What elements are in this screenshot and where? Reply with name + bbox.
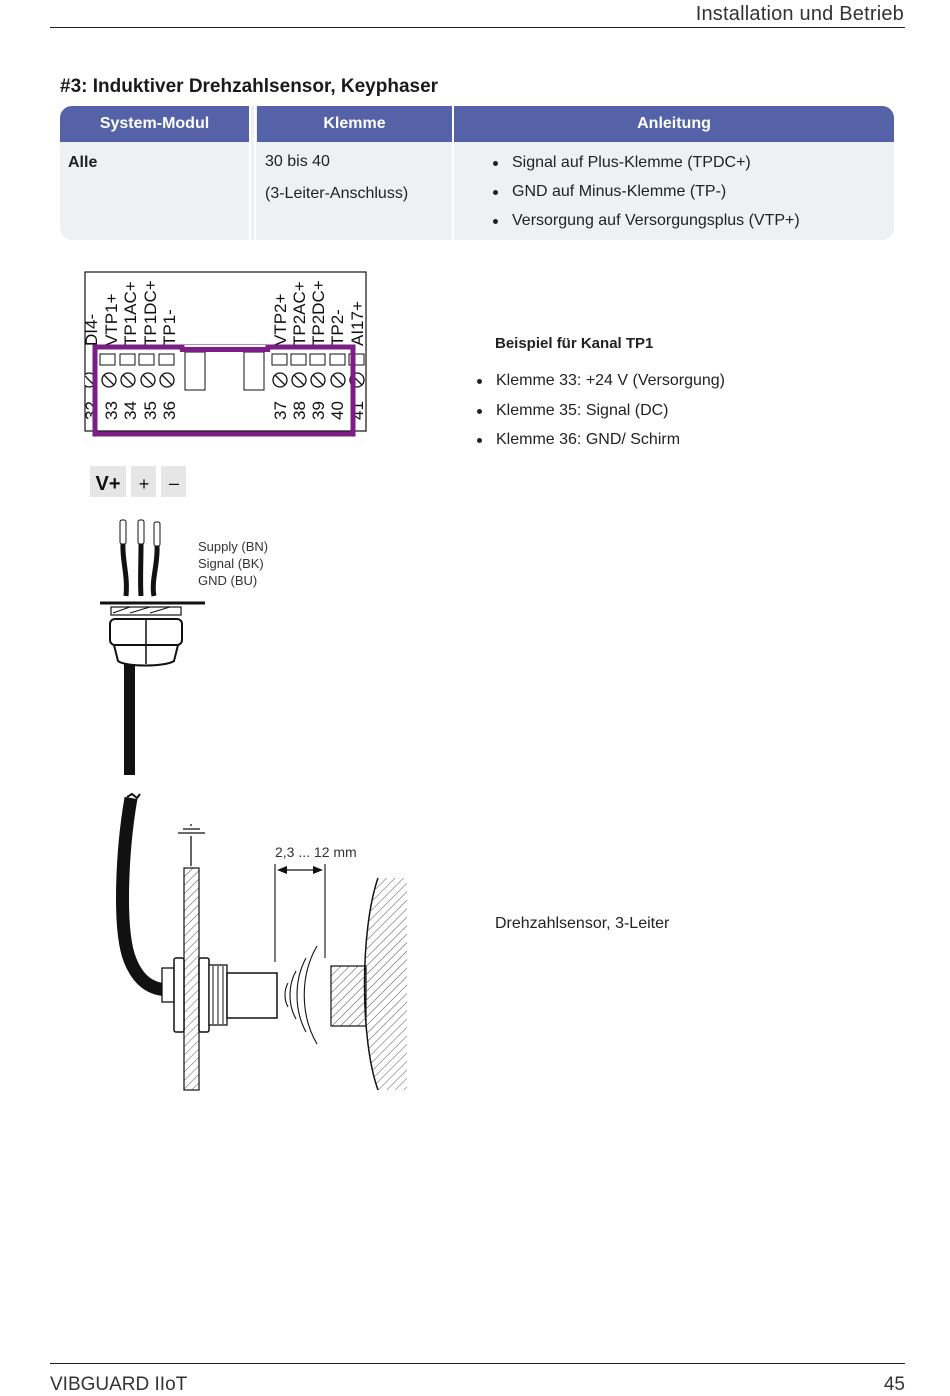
terminal-label: TP2- — [328, 309, 347, 346]
connector-vplus: V+ — [95, 473, 120, 495]
sensor-icon — [116, 792, 407, 1091]
connector-plus: + — [139, 474, 150, 494]
wire-label-signal: Signal (BK) — [198, 556, 264, 571]
header-rule — [50, 27, 905, 28]
cable-gland-icon — [100, 601, 205, 775]
column-separator — [452, 106, 454, 240]
column-separator — [249, 106, 251, 240]
table-header-terminal: Klemme — [257, 106, 452, 142]
terminal-number: 39 — [309, 401, 328, 420]
table-header-instructions: Anleitung — [454, 106, 894, 142]
list-item: Signal auf Plus-Klemme (TPDC+) — [490, 148, 800, 177]
terminal-label: VTP1+ — [102, 293, 121, 346]
example-title: Beispiel für Kanal TP1 — [495, 335, 654, 352]
column-separator — [254, 106, 256, 240]
cell-terminal-range: 30 bis 40 — [265, 153, 330, 170]
list-item: Klemme 36: GND/ Schirm — [474, 425, 725, 455]
cell-terminal-note: (3-Leiter-Anschluss) — [265, 185, 409, 202]
running-header: Installation und Betrieb — [695, 3, 904, 25]
terminal-label: TP2AC+ — [290, 281, 309, 346]
cell-module: Alle — [68, 154, 98, 171]
wire-label-supply: Supply (BN) — [198, 539, 268, 554]
terminal-number: 36 — [160, 401, 179, 420]
wire-ends — [119, 519, 161, 597]
table-header-module: System-Modul — [60, 106, 249, 142]
terminal-number: 38 — [290, 401, 309, 420]
terminal-label: TP1- — [160, 309, 179, 346]
page-number: 45 — [883, 1374, 905, 1395]
terminal-label: TP1DC+ — [141, 280, 160, 346]
instruction-list: Signal auf Plus-Klemme (TPDC+) GND auf M… — [490, 148, 800, 235]
terminal-number: 40 — [328, 401, 347, 420]
list-item: Klemme 33: +24 V (Versorgung) — [474, 366, 725, 396]
example-list: Klemme 33: +24 V (Versorgung) Klemme 35:… — [474, 366, 725, 455]
footer-rule — [50, 1363, 905, 1364]
terminal-number: 35 — [141, 401, 160, 420]
terminal-label: AI17+ — [348, 301, 367, 346]
list-item: Versorgung auf Versorgungsplus (VTP+) — [490, 206, 800, 235]
section-title: #3: Induktiver Drehzahlsensor, Keyphaser — [60, 76, 439, 97]
terminal-label: DI4- — [82, 314, 101, 346]
terminal-number: 37 — [271, 401, 290, 420]
figure-caption: Drehzahlsensor, 3-Leiter — [495, 915, 670, 932]
terminal-number: 33 — [102, 401, 121, 420]
connector-labels: V+ + – — [90, 466, 186, 497]
footer-product: VIBGUARD IIoT — [50, 1374, 188, 1395]
wire-label-gnd: GND (BU) — [198, 573, 257, 588]
terminal-label: VTP2+ — [271, 293, 290, 346]
spec-table: System-Modul Klemme Anleitung Alle 30 bi… — [60, 106, 894, 240]
gap-dimension-label: 2,3 ... 12 mm — [275, 844, 357, 860]
list-item: Klemme 35: Signal (DC) — [474, 396, 725, 426]
connector-minus: – — [169, 473, 179, 493]
list-item: GND auf Minus-Klemme (TP-) — [490, 177, 800, 206]
terminal-label: TP2DC+ — [309, 280, 328, 346]
terminal-number: 34 — [121, 401, 140, 420]
terminal-label: TP1AC+ — [121, 281, 140, 346]
